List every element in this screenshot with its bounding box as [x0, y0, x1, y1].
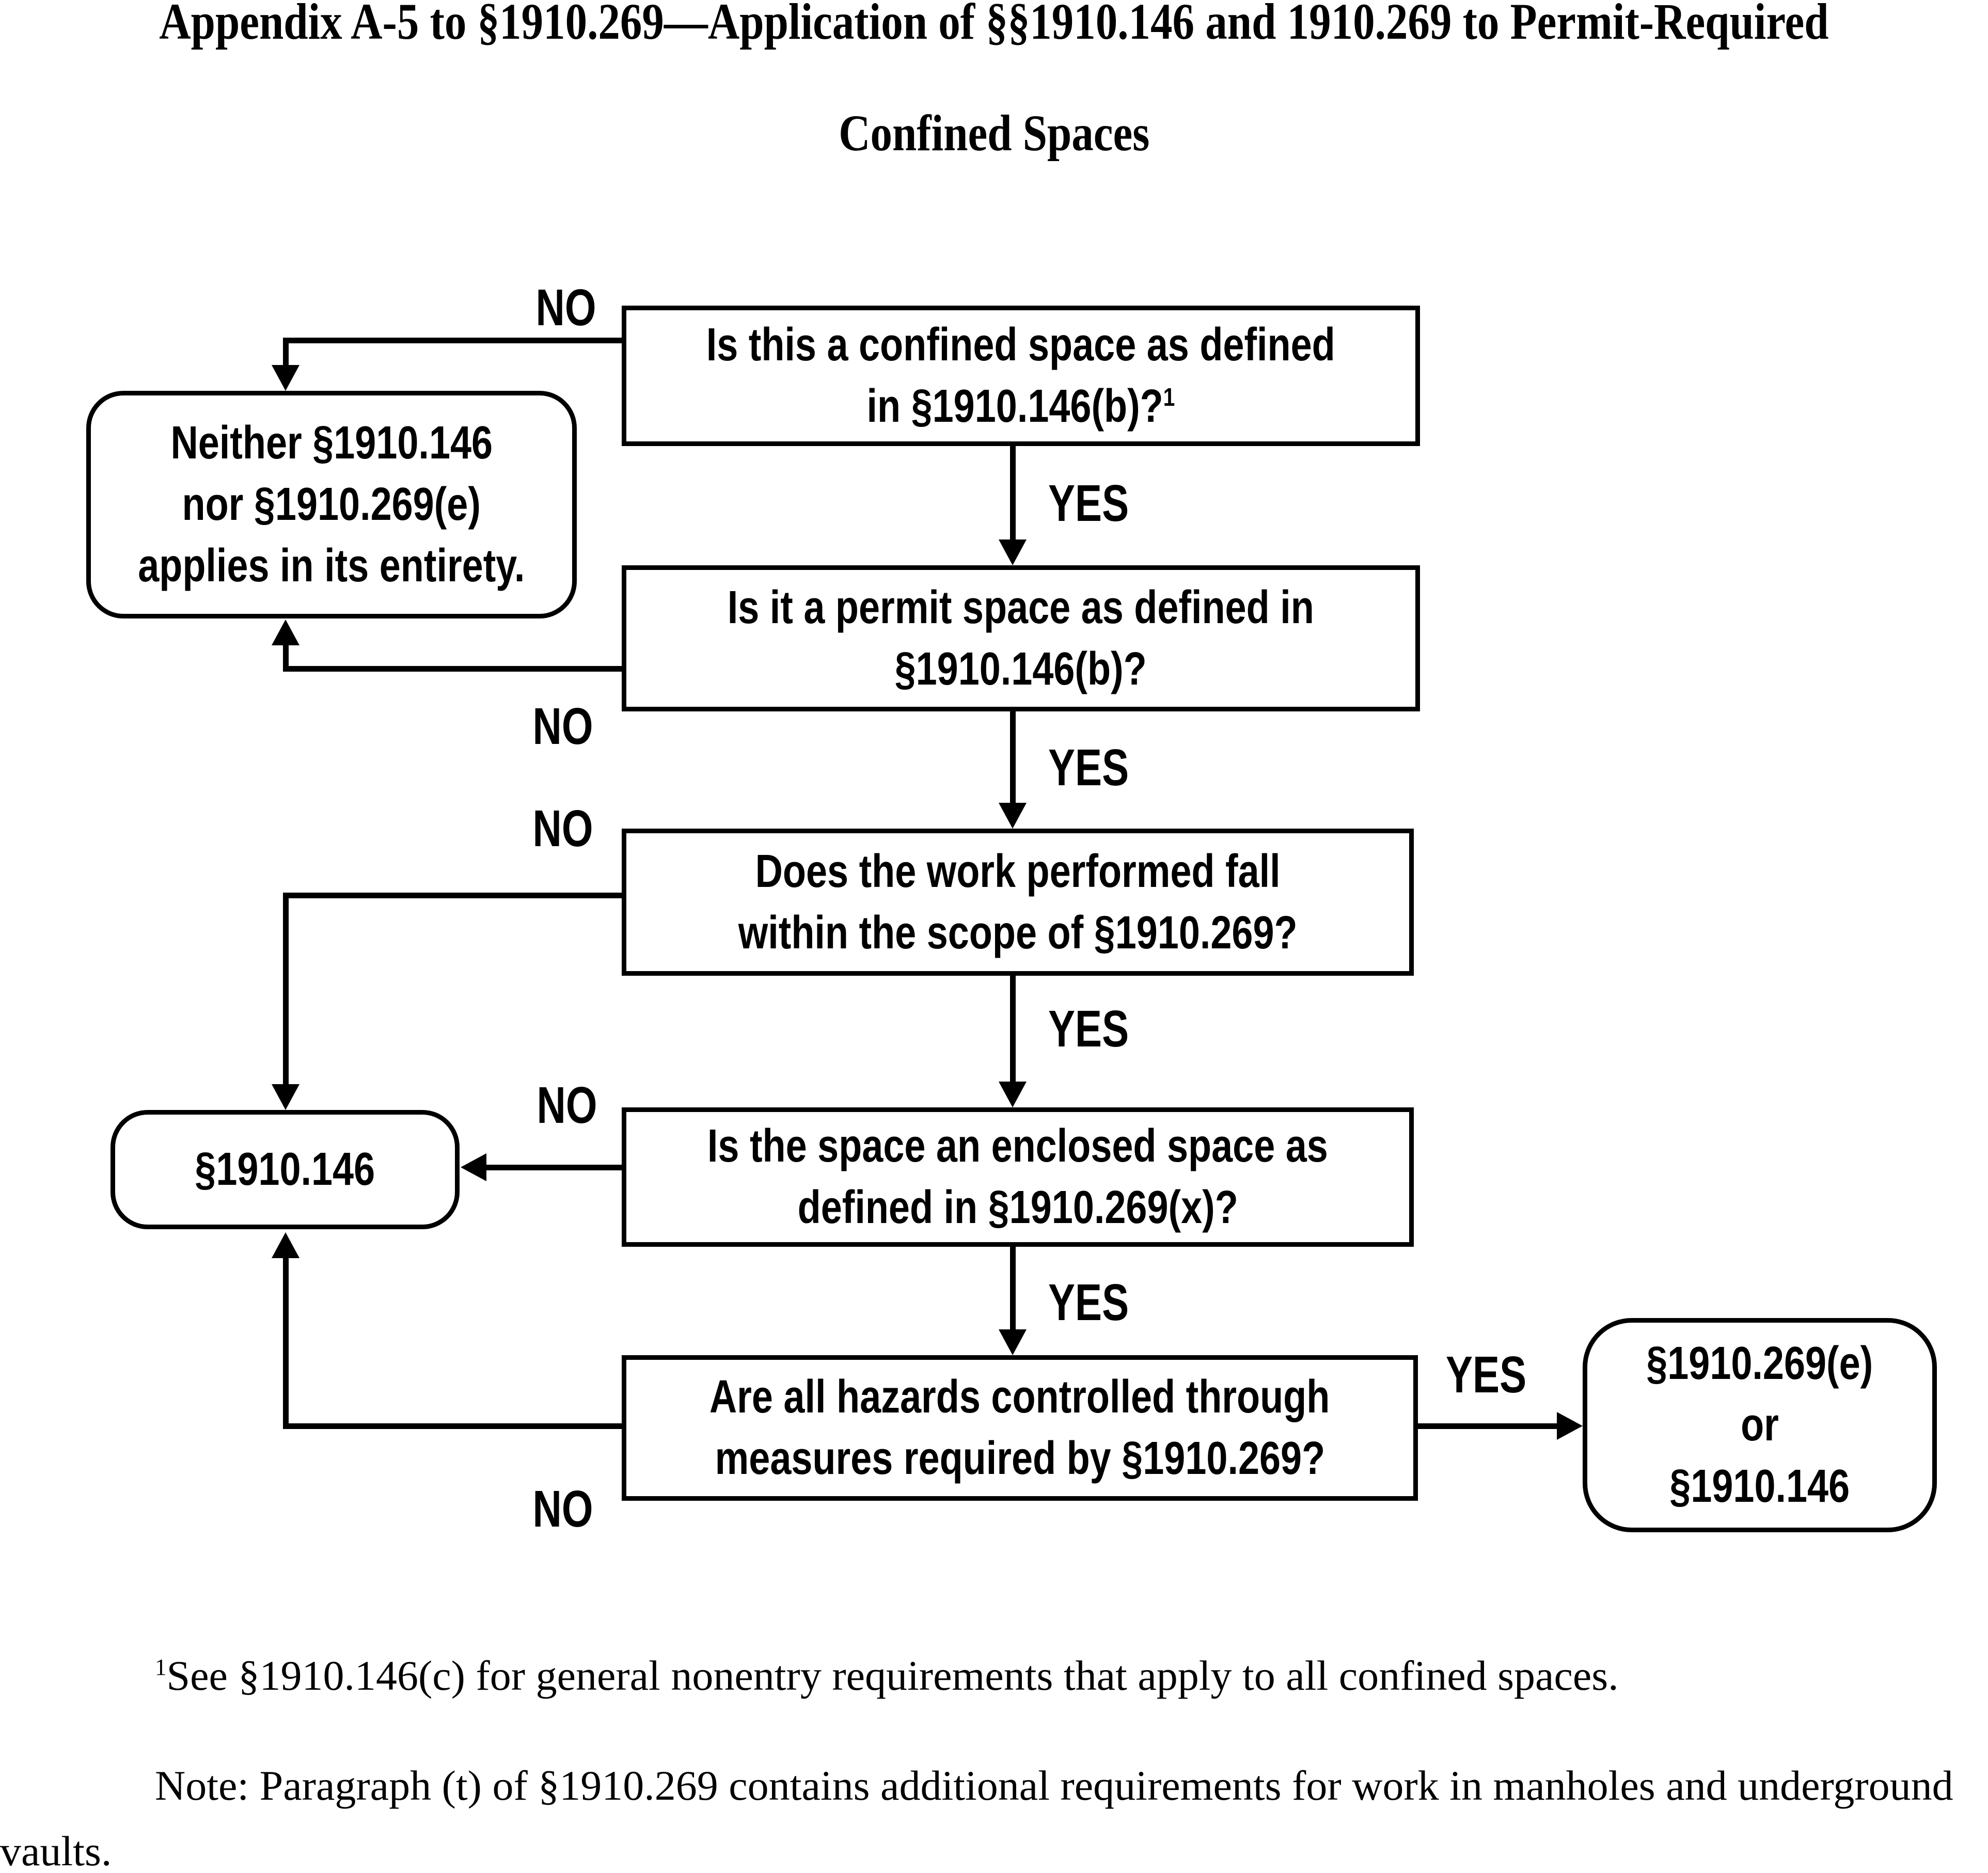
connector-q3-yes-line [1010, 975, 1016, 1083]
box-text-line: nor §1910.269(e) [182, 479, 481, 531]
footnote-note: Note: Paragraph (t) of §1910.269 contain… [0, 1762, 1953, 1873]
connector-q1-no-line [283, 338, 624, 343]
decision-box-hazards-controlled: Are all hazards controlled through measu… [622, 1355, 1418, 1501]
connector-q5-no-line [283, 1423, 624, 1429]
edge-label-q1-yes: YES [1048, 474, 1129, 532]
edge-label-q4-no: NO [537, 1076, 597, 1134]
arrowhead-down-icon [272, 1084, 299, 1110]
box-text-line: defined in §1910.269(x)? [797, 1182, 1238, 1233]
box-text-line: Are all hazards controlled through [709, 1371, 1330, 1423]
footnote-1-superscript: 1 [155, 1654, 167, 1680]
connector-q4-no-line [484, 1165, 624, 1170]
decision-box-permit-space: Is it a permit space as defined in §1910… [622, 565, 1420, 711]
connector-q5-yes-line [1417, 1423, 1557, 1429]
connector-q3-no-line [283, 893, 624, 898]
footnote-1-text: See §1910.146(c) for general nonentry re… [166, 1652, 1619, 1699]
edge-label-q5-no: NO [532, 1480, 593, 1538]
edge-label-q1-no: NO [535, 279, 596, 337]
connector-q2-yes-line [1010, 710, 1016, 803]
terminal-box-1910-146: §1910.146 [111, 1110, 460, 1229]
arrowhead-down-icon [272, 365, 299, 391]
box-text-line: in §1910.146(b)?1 [867, 376, 1175, 437]
figure-title-text-1: Appendix A-5 to §1910.269—Application of… [159, 0, 1829, 50]
arrowhead-down-icon [999, 803, 1027, 829]
edge-label-q2-no: NO [532, 697, 593, 755]
arrowhead-up-icon [272, 620, 299, 645]
footnote-marker: 1 [1163, 383, 1175, 411]
box-text-line: Is the space an enclosed space as [707, 1120, 1328, 1172]
box-text-line: Is it a permit space as defined in [727, 581, 1315, 633]
edge-label-q3-no: NO [532, 800, 593, 858]
box-text-line: applies in its entirety. [138, 539, 525, 592]
edge-label-q2-yes: YES [1048, 739, 1129, 797]
arrowhead-down-icon [999, 539, 1027, 565]
decision-box-work-scope: Does the work performed fall within the … [622, 829, 1414, 976]
box-text-line: measures required by §1910.269? [715, 1433, 1325, 1484]
connector-q2-no-line [283, 666, 624, 672]
box-text-line: Is this a confined space as defined [706, 319, 1336, 371]
box-text-line: within the scope of §1910.269? [738, 907, 1298, 959]
box-text-line: §1910.146 [195, 1144, 375, 1196]
connector-q5-no-line [283, 1256, 289, 1426]
box-text-part: in §1910.146(b)? [866, 380, 1163, 432]
box-text-line: Neither §1910.146 [170, 417, 493, 469]
connector-q1-no-line [283, 338, 289, 366]
box-text-line: §1910.146 [1669, 1460, 1850, 1512]
edge-label-q4-yes: YES [1048, 1274, 1129, 1331]
decision-box-enclosed-space: Is the space an enclosed space as define… [622, 1107, 1414, 1247]
connector-q3-no-line [283, 893, 289, 1085]
arrowhead-down-icon [999, 1082, 1027, 1107]
box-text-line: §1910.146(b)? [894, 643, 1147, 695]
arrowhead-left-icon [461, 1153, 486, 1181]
box-text-line: §1910.269(e) [1646, 1338, 1873, 1390]
figure-title-line-1: Appendix A-5 to §1910.269—Application of… [0, 0, 1988, 47]
figure-title-line-2: Confined Spaces [0, 107, 1988, 159]
box-text-line: Does the work performed fall [755, 845, 1281, 897]
box-text-line: or [1741, 1399, 1779, 1451]
decision-box-confined-space: Is this a confined space as defined in §… [622, 306, 1420, 446]
terminal-box-neither-applies: Neither §1910.146 nor §1910.269(e) appli… [86, 391, 577, 618]
edge-label-q5-yes: YES [1445, 1346, 1527, 1404]
edge-label-q3-yes: YES [1048, 1000, 1129, 1058]
connector-q4-yes-line [1010, 1246, 1016, 1331]
figure-title-text-2: Confined Spaces [838, 104, 1150, 162]
footnote-1: 1See §1910.146(c) for general nonentry r… [0, 1643, 1988, 1708]
terminal-box-269e-or-146: §1910.269(e) or §1910.146 [1583, 1318, 1937, 1532]
arrowhead-right-icon [1557, 1412, 1583, 1440]
connector-q1-yes-line [1010, 443, 1016, 541]
arrowhead-up-icon [272, 1232, 299, 1258]
connector-q2-no-line [283, 643, 289, 672]
arrowhead-down-icon [999, 1329, 1027, 1355]
